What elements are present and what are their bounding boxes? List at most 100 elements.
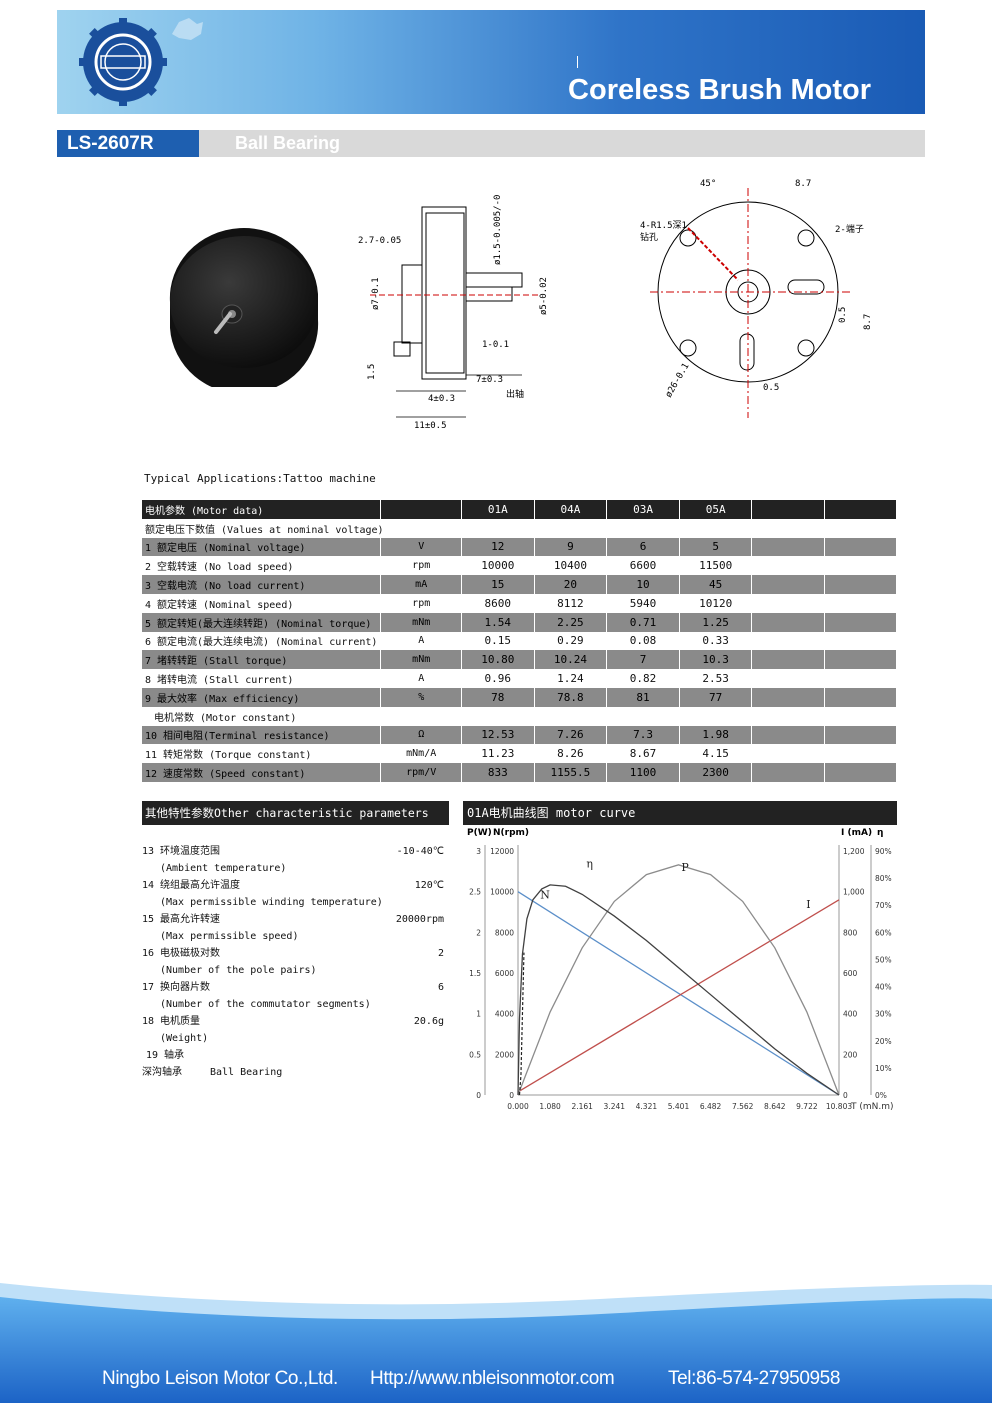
eta-tick-label: 30% <box>875 1010 892 1019</box>
param-value: 20000rpm <box>395 914 444 925</box>
row-unit: Ω <box>380 725 462 745</box>
divider-mark <box>577 56 578 68</box>
row-value: 7 <box>606 650 680 670</box>
i-tick-label: 200 <box>843 1050 858 1059</box>
eta-axis-title: η <box>877 828 883 838</box>
x-tick-label: 1.080 <box>539 1102 561 1111</box>
row-value: 78.8 <box>534 687 608 707</box>
x-tick-label: 8.642 <box>764 1102 786 1111</box>
x-tick-label: 9.722 <box>796 1102 818 1111</box>
row-value: 10000 <box>461 556 535 576</box>
param-sublabel: (Number of the pole pairs) <box>160 965 317 976</box>
row-value: 6600 <box>606 556 680 576</box>
dim-slot: 0.5 <box>838 307 848 323</box>
header-banner: Coreless Brush Motor <box>57 10 925 114</box>
row-value: 4.15 <box>679 744 753 764</box>
row-value: 5 <box>679 537 753 557</box>
param-value: 6 <box>437 982 444 993</box>
row-label: 10 相间电阻(Terminal resistance) <box>142 725 382 745</box>
row-label: 7 堵转转距 (Stall torque) <box>142 650 382 670</box>
row-value: 1.25 <box>679 612 753 632</box>
page-title: Coreless Brush Motor <box>568 74 871 106</box>
x-tick-label: 7.562 <box>732 1102 754 1111</box>
i-tick-label: 0 <box>843 1091 848 1100</box>
x-tick-label: 5.401 <box>668 1102 690 1111</box>
eta-tick-label: 10% <box>875 1064 892 1073</box>
dim-shaft-dia2: ø5-0.02 <box>539 277 549 315</box>
company-logo <box>79 18 167 106</box>
dim-offset: 8.7 <box>795 179 811 189</box>
row-unit: A <box>380 669 462 688</box>
n-tick-label: 8000 <box>495 928 514 937</box>
x-axis-title: T (mN.m) <box>850 1102 894 1112</box>
row-unit: rpm <box>380 593 462 613</box>
row-value <box>751 556 825 576</box>
row-value <box>824 763 898 782</box>
row-value: 10.80 <box>461 650 535 670</box>
front-view-drawing: 45° 8.7 4-R1.5深1 钻孔 2-端子 0.5 8.7 ø26-0.1… <box>640 179 873 418</box>
row-value: 81 <box>606 687 680 707</box>
map-decoration <box>172 18 203 40</box>
dim-body: 4±0.3 <box>428 394 455 404</box>
row-value <box>751 744 825 764</box>
row-unit: mNm <box>380 612 462 632</box>
param-value: 2 <box>437 948 444 959</box>
series-n-label: N <box>540 889 550 902</box>
footer-url[interactable]: Http://www.nbleisonmotor.com <box>370 1368 615 1389</box>
row-value: 2300 <box>679 763 753 782</box>
row-unit: rpm/V <box>380 763 462 782</box>
row-value: 11.23 <box>461 744 535 764</box>
param-label: 17 换向器片数 <box>142 982 211 993</box>
series-eta-line <box>517 884 840 1096</box>
dim-shaft-step: 2.7-0.05 <box>358 236 401 246</box>
row-value <box>751 537 825 557</box>
row-value: 5940 <box>606 593 680 613</box>
row-label: 9 最大效率 (Max efficiency) <box>142 687 382 707</box>
curve-heading: 01A电机曲线图 motor curve <box>463 801 897 825</box>
param-row: 13 环境温度范围-10-40℃ <box>142 843 452 860</box>
row-value: 0.33 <box>679 631 753 651</box>
footer-company: Ningbo Leison Motor Co.,Ltd. <box>102 1368 338 1389</box>
col-header: 05A <box>679 500 753 519</box>
row-unit: % <box>380 687 462 707</box>
param-label: 13 环境温度范围 <box>142 846 221 857</box>
row-value: 10400 <box>534 556 608 576</box>
param-value: 120℃ <box>414 880 444 891</box>
bearing-label: 19 轴承 <box>146 1050 185 1061</box>
p-axis-title: P(W) <box>467 828 492 838</box>
i-tick-label: 600 <box>843 969 858 978</box>
series-i-label: I <box>806 898 810 911</box>
i-axis-title: I (mA) <box>841 828 872 838</box>
row-value <box>824 612 898 632</box>
col-header: 04A <box>534 500 608 519</box>
row-value: 9 <box>534 537 608 557</box>
row-value: 8.67 <box>606 744 680 764</box>
col-header: 01A <box>461 500 535 519</box>
series-P-line <box>517 864 840 1096</box>
motor-data-table: 电机参数 (Motor data) 01A 04A 03A 05A 额定电压下数… <box>142 500 898 782</box>
row-value: 10.24 <box>534 650 608 670</box>
row-value: 78 <box>461 687 535 707</box>
section-label: 额定电压下数值 (Values at nominal voltage) <box>142 518 897 538</box>
row-value <box>824 593 898 613</box>
col-header <box>824 500 898 519</box>
row-value: 2.53 <box>679 669 753 688</box>
row-label: 2 空载转速 (No load speed) <box>142 556 382 576</box>
eta-tick-label: 20% <box>875 1037 892 1046</box>
i-tick-label: 1,200 <box>843 847 865 856</box>
n-tick-label: 6000 <box>495 969 514 978</box>
row-value: 10120 <box>679 593 753 613</box>
param-sublabel: (Number of the commutator segments) <box>160 999 371 1010</box>
row-value: 0.96 <box>461 669 535 688</box>
terminal-label: 2-端子 <box>835 223 864 235</box>
eta-tick-label: 0% <box>875 1091 887 1100</box>
section-row: 电机常数 (Motor constant) <box>142 706 897 726</box>
side-view-drawing: 2.7-0.05 ø1.5-0.005/-0.008 ø7-0.1 ø5-0.0… <box>358 195 549 431</box>
n-tick-label: 10000 <box>490 888 514 897</box>
